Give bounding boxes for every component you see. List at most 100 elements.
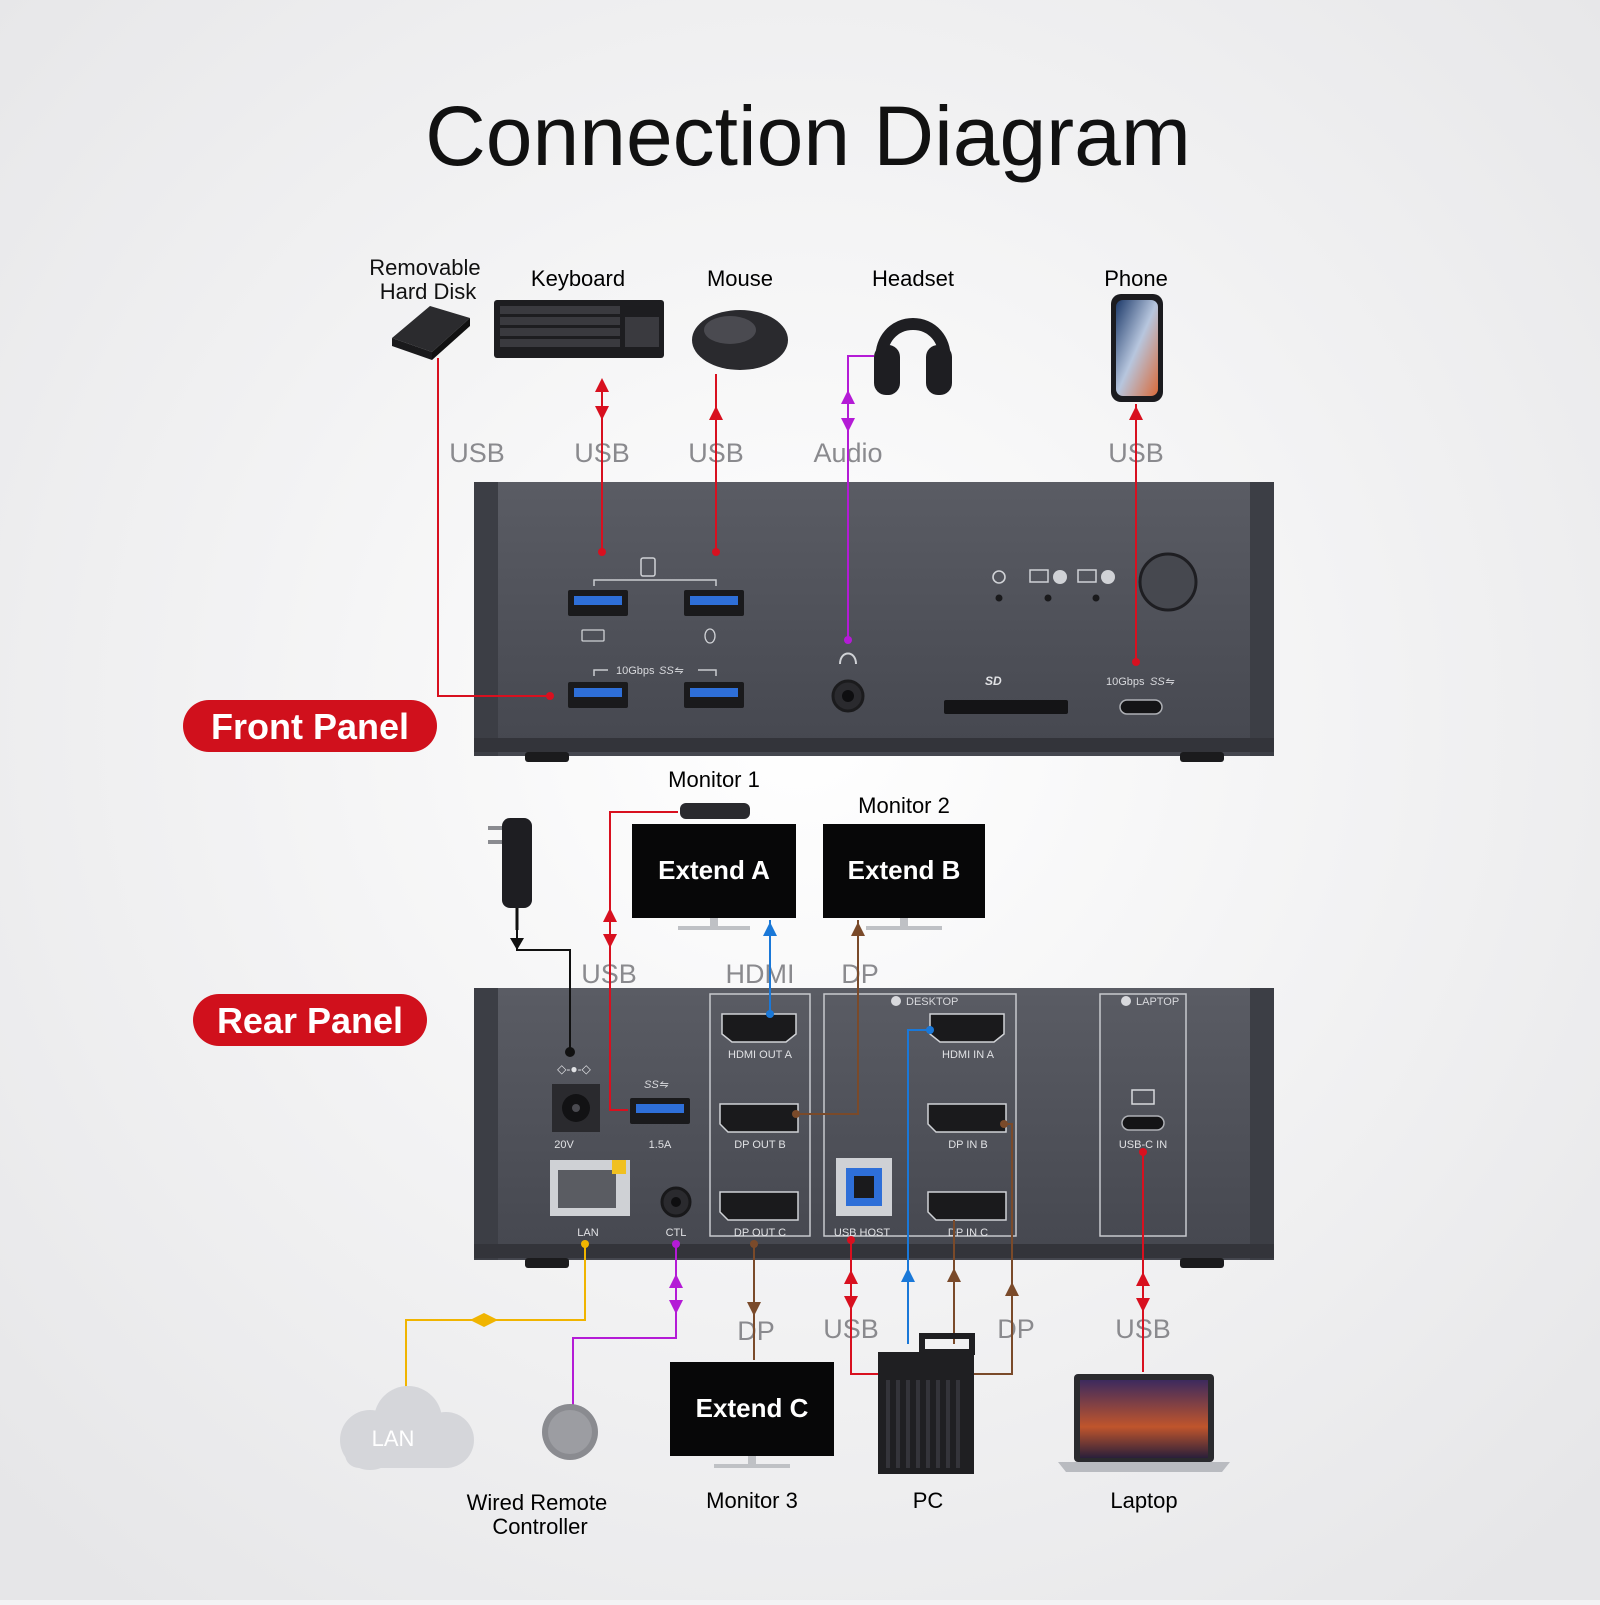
laptop-group-label: LAPTOP: [1136, 996, 1179, 1008]
front-audio-jack: [831, 652, 865, 713]
rear-usb-port: SS⇋ 1.5A: [630, 1079, 690, 1151]
keyboard-port-icon: [581, 629, 605, 642]
mouse-label: Mouse: [707, 266, 773, 291]
conn-label-monitor2-dp: DP: [841, 959, 879, 989]
headset-audio-line: [847, 355, 874, 640]
usb-host-label: USB HOST: [834, 1227, 891, 1239]
mouse-port-icon: [704, 628, 716, 644]
front-usb-port-mouse: [684, 590, 744, 616]
conn-label-harddisk-usb: USB: [449, 438, 505, 468]
sd-card-slot: [944, 700, 1068, 714]
power-adapter: [488, 818, 532, 930]
wired-remote: Wired Remote Controller: [467, 1404, 614, 1539]
front-panel-badge: Front Panel: [183, 700, 437, 752]
hdmi-out-a-label: HDMI OUT A: [728, 1049, 793, 1061]
dp-in-c-port: DP IN C: [927, 1191, 1007, 1239]
cloud-icon: [340, 1386, 474, 1470]
power-adapter-icon: [502, 818, 532, 908]
hard-disk-label-line2: Hard Disk: [380, 279, 478, 304]
wireless-dongle-icon: [640, 557, 656, 577]
dp-in-c-label: DP IN C: [948, 1227, 988, 1239]
dp-in-b-port: DP IN B: [927, 1103, 1007, 1151]
hdmi-in-a-label: HDMI IN A: [942, 1049, 995, 1061]
number-1-icon: [1053, 570, 1067, 584]
hdmi-in-a-port: HDMI IN A: [929, 1013, 1005, 1061]
headphone-icon: [839, 652, 857, 665]
dp-out-c-port: DP OUT C: [719, 1191, 799, 1239]
number-1-badge-icon: [1121, 996, 1131, 1006]
remote-ctl-line: [572, 1244, 677, 1408]
rear-dc-power-port: ◇-●-◇ 20V: [552, 1062, 600, 1151]
superspeed-rear-icon: SS⇋: [644, 1079, 669, 1091]
monitor-3: Extend C Monitor 3: [670, 1362, 834, 1513]
hdmi-out-a-port: HDMI OUT A: [721, 1013, 797, 1061]
laptop-charge-icon: [1131, 1089, 1155, 1105]
phone-device: Phone: [1104, 266, 1168, 402]
front-usb-speed-label: 10Gbps: [616, 665, 655, 677]
number-2-icon: [1101, 570, 1115, 584]
dp-in-b-label: DP IN B: [948, 1139, 988, 1151]
lan-port-label: LAN: [577, 1227, 598, 1239]
monitor-2: Monitor 2 Extend B: [823, 793, 985, 930]
pc-device: PC: [878, 1333, 975, 1513]
headset-device: Headset: [872, 266, 954, 395]
superspeed-icon: SS⇋: [659, 665, 684, 677]
conn-label-monitor3-dp: DP: [737, 1316, 775, 1346]
rear-panel-badge: Rear Panel: [193, 994, 427, 1046]
rear-panel-label: Rear Panel: [217, 1000, 403, 1041]
hard-disk-device: Removable Hard Disk: [369, 255, 486, 360]
monitor3-label: Monitor 3: [706, 1488, 798, 1513]
remote-label-line2: Controller: [492, 1514, 587, 1539]
screen-extend-c: Extend C: [696, 1393, 809, 1423]
sd-card-icon: SD: [985, 674, 1002, 688]
desktop-group-label: DESKTOP: [906, 996, 958, 1008]
conn-label-hdmi: HDMI: [726, 959, 795, 989]
rear-lan-port: LAN: [550, 1160, 630, 1239]
front-panel-label: Front Panel: [211, 706, 409, 747]
rear-ctl-port: CTL: [660, 1186, 692, 1239]
number-2-badge-icon: [891, 996, 901, 1006]
switch-button[interactable]: [1138, 552, 1198, 612]
remote-label: Wired Remote Controller: [467, 1490, 614, 1539]
power-voltage-label: 20V: [554, 1139, 574, 1151]
hard-disk-label: Removable Hard Disk: [369, 255, 486, 304]
front-panel-dock: 10Gbps SS⇋ SD 10Gbps SS⇋: [474, 482, 1274, 762]
keyboard-label: Keyboard: [531, 266, 625, 291]
monitor-1: Monitor 1 Extend A: [632, 767, 796, 930]
dc-polarity-icon: ◇-●-◇: [557, 1062, 591, 1076]
status-indicators: [992, 569, 1115, 602]
headset-label: Headset: [872, 266, 954, 291]
harddisk-usb-line: [437, 358, 550, 697]
screen-extend-b: Extend B: [848, 855, 961, 885]
lan-cloud: LAN: [340, 1386, 474, 1470]
screen-extend-a: Extend A: [658, 855, 770, 885]
monitor2-label: Monitor 2: [858, 793, 950, 818]
dp-out-b-label: DP OUT B: [734, 1139, 786, 1151]
phone-label: Phone: [1104, 266, 1168, 291]
lan-cloud-label: LAN: [372, 1426, 415, 1451]
usb-host-line: [850, 1240, 878, 1375]
front-usbc-speed-label: 10Gbps: [1106, 676, 1145, 688]
webcam-usb-line: [609, 811, 678, 1111]
remote-label-line1: Wired Remote: [467, 1490, 608, 1515]
power-icon: [992, 570, 1006, 584]
webcam-icon: [680, 803, 750, 819]
laptop-device: Laptop: [1058, 1374, 1230, 1513]
superspeed-charge-icon: SS⇋: [1150, 676, 1175, 688]
laptop-label: Laptop: [1110, 1488, 1177, 1513]
dp-out-b-port: DP OUT B: [719, 1103, 799, 1151]
computer-2-icon: [1077, 569, 1097, 583]
conn-label-pc-dp: DP: [997, 1314, 1035, 1344]
front-usb-port-2: [684, 682, 744, 708]
computer-1-icon: [1029, 569, 1049, 583]
page-title: Connection Diagram: [425, 89, 1191, 183]
mouse-device: Mouse: [692, 266, 788, 370]
front-usbc-port: [1119, 699, 1163, 715]
usb-c-in-port: USB-C IN: [1119, 1089, 1167, 1151]
front-usb-port-keyboard: [568, 590, 628, 616]
hard-disk-label-line1: Removable: [369, 255, 480, 280]
hdmi-in-line: [907, 1029, 930, 1344]
usb-host-port: USB HOST: [834, 1158, 892, 1239]
